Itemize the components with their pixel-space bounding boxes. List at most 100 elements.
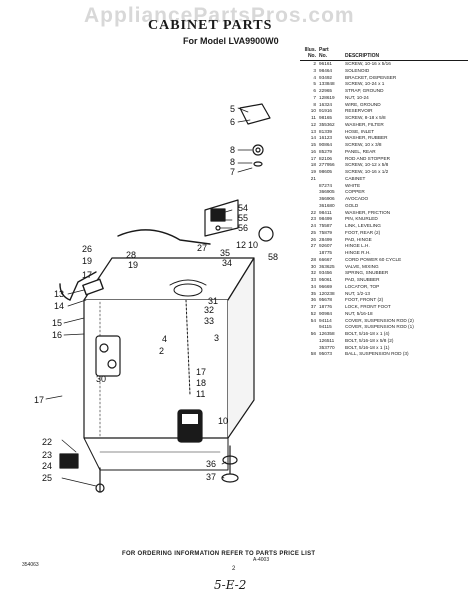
part-description: BALL, SUSPENSION ROD (3) <box>345 351 409 357</box>
part-number: 363625 <box>319 263 335 269</box>
callout-34: 34 <box>222 258 233 268</box>
part-description: COVER, SUSPENSION ROD (2) <box>345 317 414 323</box>
part-description: SCREW, 8-18 x 5/8 <box>345 115 386 120</box>
part-description: BOLT, 5/16-18 x 1 (1) <box>345 344 390 350</box>
callout-35: 35 <box>220 248 231 258</box>
callout-54: 54 <box>238 203 249 213</box>
suspension-ball-drawing <box>258 226 274 242</box>
part-number: 87274 <box>319 182 333 188</box>
part-number: 95678 <box>319 297 333 303</box>
callout-14: 14 <box>54 301 65 311</box>
part-number: 82106 <box>319 155 333 161</box>
part-description: NUT, 5/16-18 <box>345 310 373 316</box>
part-description: BOLT, 5/16-18 x 1 (4) <box>345 331 390 336</box>
part-number: 91916 <box>319 108 333 114</box>
model-subtitle: For Model LVA9900W0 <box>183 36 279 46</box>
illus-number: 58 <box>310 351 316 357</box>
document-code: 354063 <box>22 562 39 568</box>
part-number: 128619 <box>319 94 335 100</box>
part-number: 98165 <box>319 115 333 120</box>
callout-25: 25 <box>42 473 53 483</box>
part-description: VALVE, MIXING <box>345 263 379 269</box>
part-number: 133848 <box>319 81 335 87</box>
ordering-note: FOR ORDERING INFORMATION REFER TO PARTS … <box>122 551 316 557</box>
callout-23: 23 <box>42 450 53 460</box>
callout-4: 4 <box>162 334 168 344</box>
header-illus: Illus. <box>304 47 316 53</box>
part-description: LOCATOR, TOP <box>345 283 380 289</box>
illus-number: 22 <box>310 209 316 215</box>
header-part-no: No. <box>319 53 345 61</box>
callout-10: 10 <box>218 416 229 426</box>
part-number: 95073 <box>319 351 333 357</box>
callout-27: 27 <box>197 243 208 253</box>
part-description: NUT, 10-24 <box>345 94 369 100</box>
callout-2: 2 <box>159 346 165 356</box>
part-number: 94115 <box>319 324 332 330</box>
callout-30: 30 <box>96 374 107 384</box>
part-description: COVER, SUSPENSION ROD (1) <box>345 324 414 330</box>
part-number: 98499 <box>319 216 333 222</box>
part-number: 98464 <box>319 67 333 73</box>
part-number: 366905 <box>319 189 335 195</box>
part-number: 90864 <box>319 142 333 147</box>
illus-number: 4 <box>313 74 316 80</box>
part-description: LOCK, FRONT FOOT <box>345 304 391 309</box>
callout-17: 17 <box>34 395 45 405</box>
part-description: HOSE, INLET <box>345 128 375 134</box>
callout-8: 8 <box>230 157 236 167</box>
illus-number: 35 <box>310 290 316 296</box>
illus-number: 30 <box>310 263 316 269</box>
part-number: 126511 <box>319 337 335 343</box>
part-number: 366906 <box>319 196 335 201</box>
callout-3: 3 <box>214 333 220 343</box>
illus-number: 32 <box>310 270 316 276</box>
illus-number: 11 <box>311 115 316 120</box>
illus-number: 12 <box>310 121 316 127</box>
part-description: CABINET <box>345 175 366 181</box>
header-description: DESCRIPTION <box>345 53 468 61</box>
callout-5: 5 <box>230 104 236 114</box>
table-row: 353770 BOLT, 5/16-18 x 1 (1) <box>300 345 468 352</box>
part-number: 92607 <box>319 243 333 249</box>
callout-22: 22 <box>42 437 53 447</box>
illus-number: 36 <box>310 297 316 303</box>
part-number: 361680 <box>319 202 335 208</box>
part-number: 98411 <box>319 209 332 215</box>
part-description: SCREW, 10-16 x 5/16 <box>345 61 391 66</box>
callout-8: 8 <box>230 145 236 155</box>
ground-strap-drawing <box>239 103 271 167</box>
part-description: FOOT, REAR (2) <box>345 229 381 235</box>
part-description: HINGE L.H. <box>345 243 370 249</box>
part-number: 353770 <box>319 344 335 350</box>
part-description: WASHER, FRICTION <box>345 209 391 215</box>
table-header-row: No. No. DESCRIPTION <box>300 53 468 61</box>
callout-17: 17 <box>196 367 207 377</box>
part-number: 120238 <box>319 290 335 296</box>
header-illus-no: No. <box>300 53 319 61</box>
callout-28: 28 <box>126 250 137 260</box>
part-description: PANEL, REAR <box>345 148 376 154</box>
illus-number: 2 <box>313 61 316 66</box>
illus-number: 23 <box>310 216 316 222</box>
illus-number: 7 <box>313 94 316 100</box>
part-number: 98605 <box>319 169 333 174</box>
illus-number: 54 <box>310 317 316 323</box>
drawing-number: A-4003 <box>253 557 270 563</box>
